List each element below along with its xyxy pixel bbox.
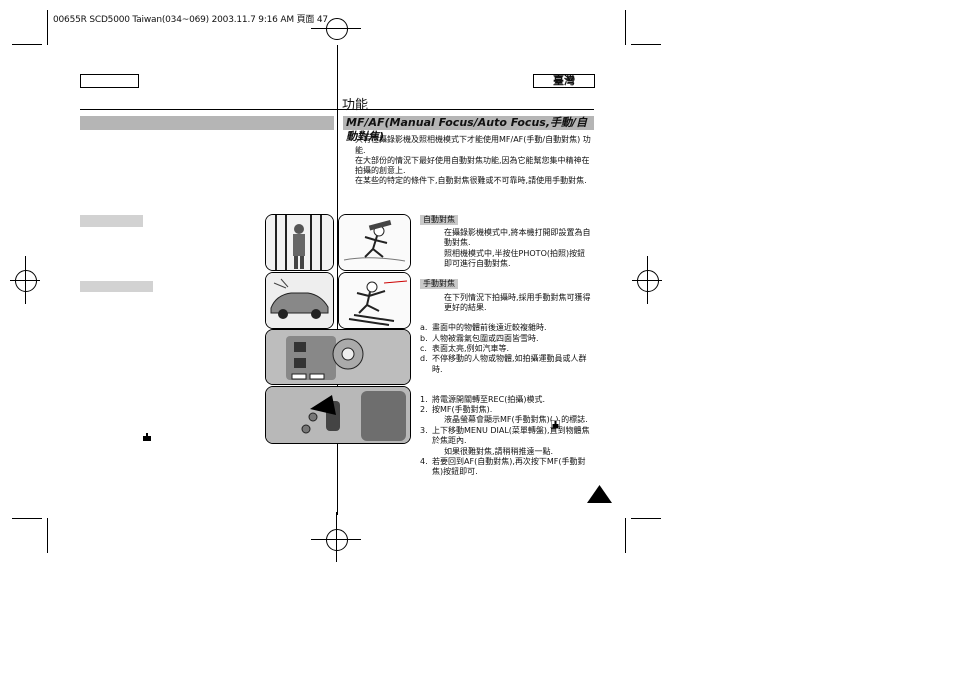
registration-mark — [326, 18, 348, 40]
step-marker: 1. — [420, 395, 428, 404]
condition-text: 時. — [432, 365, 443, 374]
left-title-bar — [80, 116, 334, 130]
condition-marker: c. — [420, 344, 427, 353]
crop-mark — [12, 44, 42, 45]
section-title: MF/AF(Manual Focus/Auto Focus,手動/自動對焦) — [343, 116, 594, 143]
step-marker: 2. — [420, 405, 428, 414]
crop-mark — [47, 10, 48, 45]
auto-focus-line: 動對焦. — [444, 238, 471, 247]
heading-rule — [80, 109, 594, 110]
crop-mark — [47, 518, 48, 553]
step-text: 焦)按鈕即可. — [432, 467, 478, 476]
left-label-bar — [80, 215, 143, 227]
manual-focus-icon — [550, 414, 561, 430]
step-text: 如果很難對焦,請稍稍推遠一點. — [444, 447, 554, 456]
crop-mark — [625, 518, 626, 553]
step-marker: 4. — [420, 457, 428, 466]
step-text: 按MF(手動對焦). — [432, 405, 493, 414]
auto-focus-line: 即可進行自動對焦. — [444, 259, 511, 268]
left-label-bar — [80, 281, 153, 292]
manual-focus-line: 更好的結果. — [444, 303, 487, 312]
registration-mark — [10, 280, 40, 281]
intro-line: 在某些的特定的條件下,自動對焦很難或不可靠時,請使用手動對焦. — [355, 176, 587, 185]
registration-mark — [637, 270, 659, 292]
step-marker: 3. — [420, 426, 428, 435]
manual-focus-label: 手動對焦 — [420, 279, 458, 289]
page-heading: 功能 — [342, 98, 369, 113]
intro-line: 在大部份的情況下最好使用自動對焦功能,因為它能幫您集中精神在 — [355, 156, 590, 165]
registration-mark — [632, 280, 662, 281]
language-box-left — [80, 74, 139, 88]
step-text: 上下移動MENU DIAL(菜單轉盤),直到物體焦 — [432, 426, 590, 435]
crop-mark — [631, 518, 661, 519]
language-box-right: 臺灣 — [533, 74, 595, 88]
illustration-runner — [338, 214, 411, 271]
triangle-up-icon[interactable] — [587, 485, 612, 503]
intro-line: 拍攝的創意上. — [355, 166, 406, 175]
registration-mark — [326, 529, 348, 551]
crop-mark — [12, 518, 42, 519]
manual-focus-icon — [143, 426, 151, 441]
illustration-skier — [338, 272, 411, 329]
condition-text: 不停移動的人物或物體,如拍攝運動員或人群 — [432, 354, 587, 363]
illustration-camera-side — [265, 386, 411, 444]
auto-focus-line: 在攝錄影機模式中,將本機打開即設置為自 — [444, 228, 591, 237]
file-info-text: 00655R SCD5000 Taiwan(034~069) 2003.11.7… — [53, 15, 294, 25]
crop-mark — [631, 44, 661, 45]
file-info: 00655R SCD5000 Taiwan(034~069) 2003.11.7… — [53, 12, 328, 25]
illustration-car — [265, 272, 334, 329]
step-text: 於焦距內. — [432, 436, 467, 445]
condition-marker: b. — [420, 334, 428, 343]
registration-mark — [336, 512, 337, 562]
intro-line: 只有在攝錄影機及照相機模式下才能使用MF/AF(手動/自動對焦) 功 — [355, 135, 591, 144]
condition-marker: a. — [420, 323, 428, 332]
illustration-camera-buttons — [265, 329, 411, 385]
condition-text: 表面太亮,例如汽車等. — [432, 344, 510, 353]
condition-marker: d. — [420, 354, 428, 363]
step-text: 液晶螢幕會顯示MF(手動對焦)( ) 的標誌. — [444, 415, 588, 424]
auto-focus-label: 自動對焦 — [420, 215, 458, 225]
condition-text: 人物被霧氣包圍或四面皆雪時. — [432, 334, 539, 343]
illustration-caged-person — [265, 214, 334, 271]
registration-mark — [15, 270, 37, 292]
step-text: 若要回到AF(自動對焦),再次按下MF(手動對 — [432, 457, 586, 466]
condition-text: 畫面中的物體前後遠近較複雜時. — [432, 323, 547, 332]
step-text: 將電源開關轉至REC(拍攝)模式. — [432, 395, 545, 404]
center-rule — [337, 45, 338, 515]
registration-mark — [311, 28, 361, 29]
manual-focus-line: 在下列情況下拍攝時,採用手動對焦可獲得 — [444, 293, 591, 302]
auto-focus-line: 照相機模式中,半按住PHOTO(拍照)按鈕 — [444, 249, 586, 258]
intro-line: 能. — [355, 146, 366, 155]
crop-mark — [625, 10, 626, 45]
page-label: 頁面 47 — [296, 15, 329, 25]
